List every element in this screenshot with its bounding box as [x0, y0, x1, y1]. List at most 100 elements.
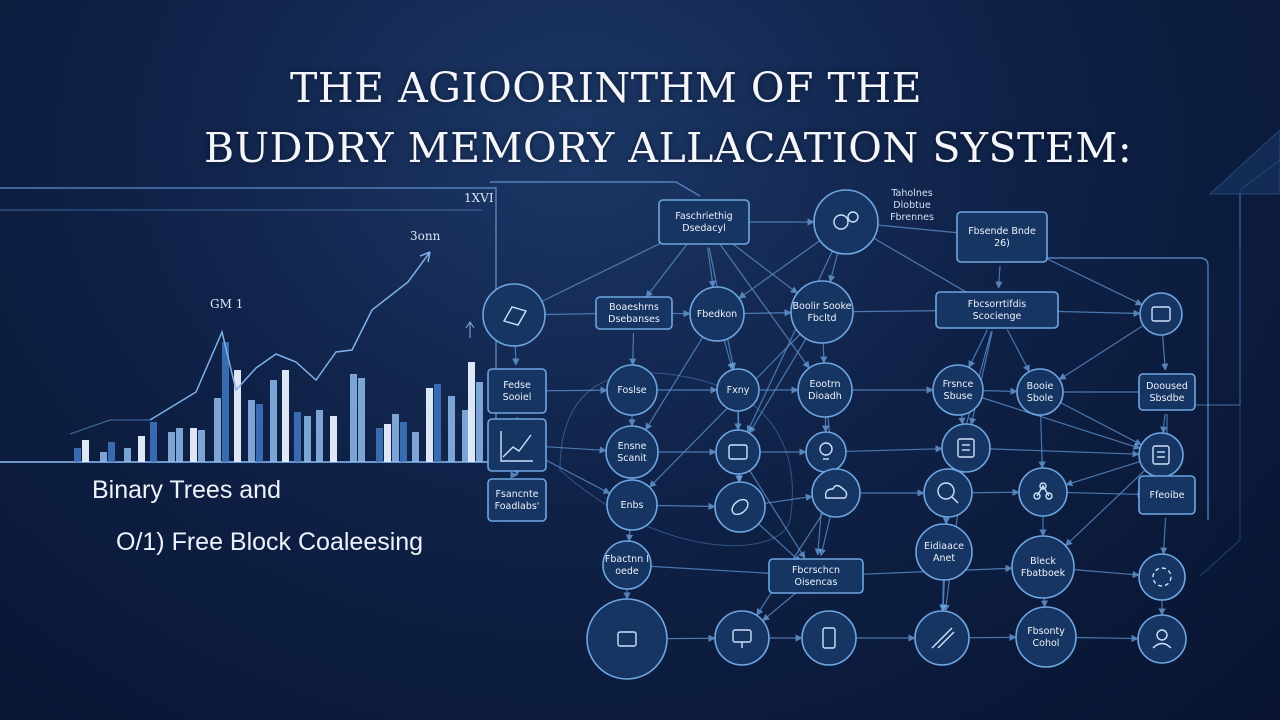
diagram-node-n34	[1138, 553, 1186, 601]
diagram-node-n19	[715, 429, 761, 475]
diagram-node-n20	[805, 431, 847, 473]
node-label: Enbs	[620, 500, 643, 511]
node-circle	[1015, 606, 1077, 668]
clipboard-icon	[1151, 306, 1171, 322]
arrow-up-icon	[465, 321, 475, 338]
chart-bar	[400, 422, 407, 462]
edge-n28-n29	[1066, 490, 1145, 498]
edge-n2-n7	[828, 252, 839, 283]
diagram-node-n37	[801, 610, 857, 666]
node-label: Foslse	[617, 385, 646, 396]
node-circle	[1016, 368, 1064, 416]
robot-icon	[732, 629, 752, 648]
diagram-node-n28	[1018, 467, 1068, 517]
chart-bar	[282, 370, 289, 462]
edge-n6-n18	[645, 336, 704, 431]
node-circle	[606, 479, 658, 531]
magnifier-icon	[937, 482, 959, 504]
node-circle	[1138, 432, 1184, 478]
chart-bar	[448, 396, 455, 462]
phone-icon	[822, 627, 836, 649]
node-box	[487, 418, 547, 472]
chart-bar	[190, 428, 197, 462]
diagram-frame	[490, 129, 1280, 577]
node-label: Ffeoibe	[1150, 490, 1185, 501]
diagram-node-n24: Enbs	[606, 479, 658, 531]
edge-n7-n24	[649, 333, 801, 488]
edge-n17-n24	[543, 458, 611, 494]
chart-bar	[270, 380, 277, 462]
chart-bar	[434, 384, 441, 462]
edge-n1-n6	[707, 247, 716, 288]
chart-bar	[222, 342, 229, 462]
gears-icon	[833, 211, 859, 230]
node-circle	[606, 364, 658, 416]
chart-bar	[376, 428, 383, 462]
lightbulb-icon	[819, 442, 833, 460]
chart-bar	[316, 410, 323, 462]
diagram-node-n17	[487, 418, 547, 472]
node-circle	[813, 189, 879, 255]
edge-n26-n32	[818, 516, 831, 557]
edge-n14-n21	[958, 414, 966, 425]
edge-n32-n36	[762, 589, 801, 622]
user-icon	[1152, 629, 1172, 649]
refresh-icon	[1152, 567, 1172, 587]
diagram-node-n4	[482, 283, 546, 347]
arrow-up-icon	[419, 251, 431, 263]
node-label: Fxny	[727, 385, 750, 396]
node-circle	[586, 598, 668, 680]
edge-n8-n14	[968, 329, 988, 369]
subtitle-line-2: O/1) Free Block Coaleesing	[116, 528, 424, 556]
node-box	[487, 368, 547, 414]
node-circle	[602, 540, 652, 590]
node-circle	[1139, 292, 1183, 336]
node-circle	[1011, 535, 1075, 599]
device-icon	[728, 444, 748, 460]
edge-n9-n16	[1161, 334, 1169, 371]
node-circle	[715, 429, 761, 475]
diagram-node-n9	[1139, 292, 1183, 336]
edge-n25-n32	[758, 523, 801, 563]
edge-n1-n13	[718, 242, 810, 369]
diagram-node-n27	[923, 468, 973, 518]
node-box	[768, 558, 864, 594]
diagram-node-n21	[941, 423, 991, 473]
chart-bar	[384, 424, 391, 462]
node-box	[956, 211, 1048, 263]
node-circle	[714, 481, 766, 533]
node-circle	[716, 368, 760, 412]
chart-bar	[256, 404, 263, 462]
chart-bar	[168, 432, 175, 462]
diagram-node-n29: Ffeoibe	[1138, 475, 1196, 515]
node-label: Fbedkon	[697, 309, 737, 320]
edge-n8-n15	[1006, 329, 1030, 373]
edge-n24-n25	[656, 502, 716, 511]
chart-label: 1XVI	[464, 191, 494, 205]
chart-bar	[412, 432, 419, 462]
edge-n29-n34	[1160, 517, 1168, 555]
node-box	[1138, 373, 1196, 411]
chart-bar	[150, 422, 157, 462]
title-line-2: BUDDRY MEMORY ALLACATION SYSTEM:	[204, 124, 1133, 172]
edge-n6-n7	[743, 309, 792, 317]
edge-n7-n19	[748, 338, 807, 434]
chart-bar	[462, 410, 469, 462]
edge-n15-n22	[1060, 402, 1143, 446]
diagram-node-n25	[714, 481, 766, 533]
node-circle	[714, 610, 770, 666]
edge-n16-n22	[1160, 413, 1168, 434]
